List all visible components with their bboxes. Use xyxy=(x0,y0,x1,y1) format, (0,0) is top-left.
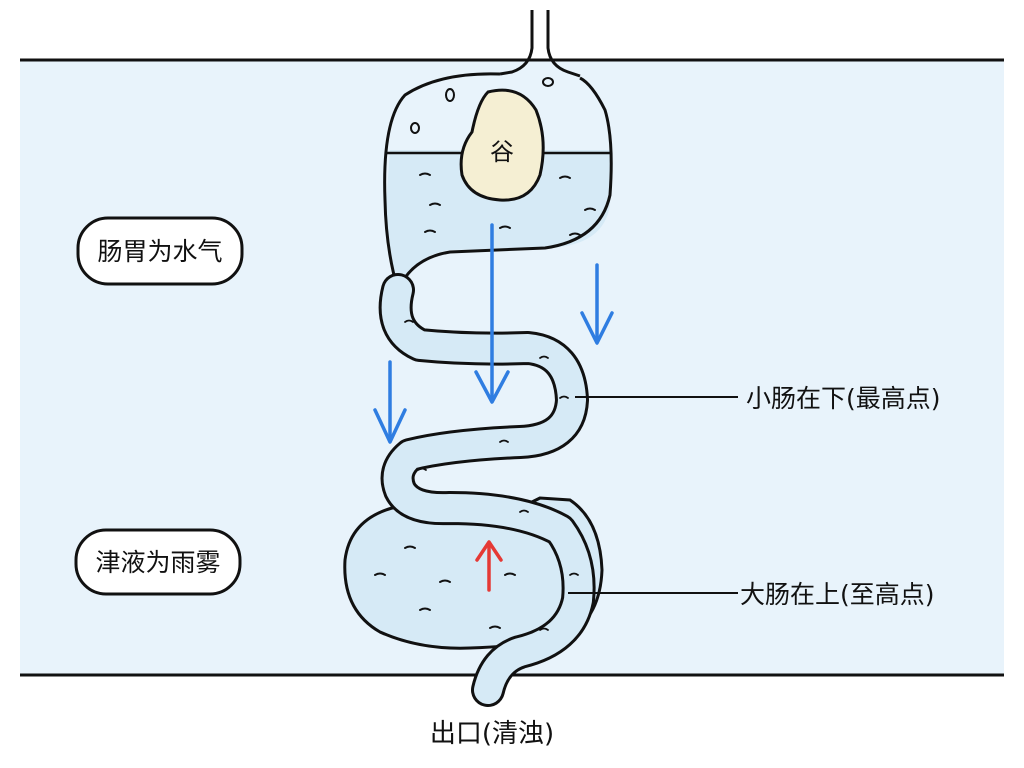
bottom-label-exit: 出口(清浊) xyxy=(430,719,554,749)
right-label-large-intestine: 大肠在上(至高点) xyxy=(740,580,935,609)
down-arrow-left xyxy=(373,360,407,444)
stomach xyxy=(383,72,613,292)
label-bubble-upper: 肠胃为水气 xyxy=(76,216,244,286)
left-label-upper: 肠胃为水气 xyxy=(97,237,222,266)
down-arrows xyxy=(373,223,614,444)
grain-label: 谷 xyxy=(490,138,514,166)
grain: 谷 xyxy=(459,88,545,202)
left-label-lower: 津液为雨雾 xyxy=(95,548,220,577)
up-arrow xyxy=(475,540,503,592)
esophagus xyxy=(499,10,581,87)
small-intestine xyxy=(378,273,596,707)
down-arrow-right xyxy=(580,263,614,345)
right-label-small-intestine: 小肠在下(最高点) xyxy=(746,384,941,413)
label-bubble-lower: 津液为雨雾 xyxy=(74,528,242,596)
down-arrow-center xyxy=(474,223,510,404)
